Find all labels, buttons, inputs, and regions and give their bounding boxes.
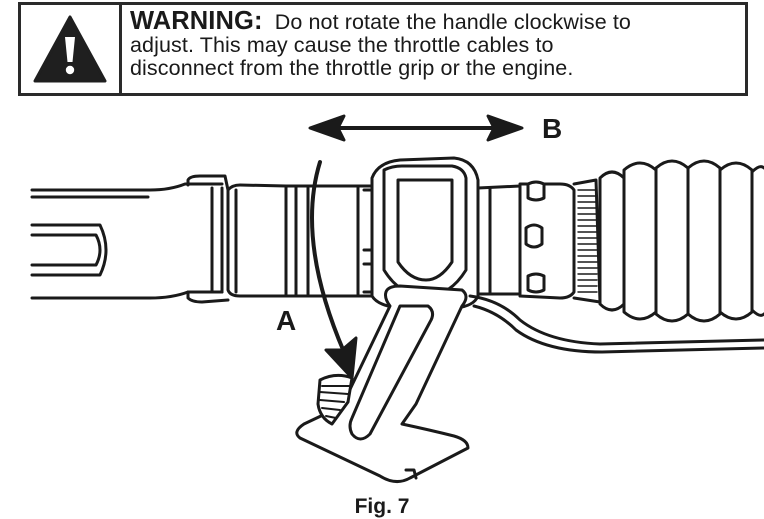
warning-icon-cell (21, 5, 122, 93)
warning-line-1: Do not rotate the handle clockwise to (274, 10, 631, 34)
throttle-cables (468, 294, 764, 354)
hose-clamp (476, 178, 602, 304)
flex-hose (598, 159, 764, 323)
arrow-b (308, 114, 524, 142)
throttle-handle-illustration: A B (30, 113, 764, 483)
tube-coupling (226, 183, 374, 298)
warning-line-2: adjust. This may cause the throttle cabl… (130, 33, 554, 57)
warning-message: WARNING: Do not rotate the handle clockw… (122, 5, 631, 93)
exclamation-triangle-icon (33, 15, 107, 83)
warning-box: WARNING: Do not rotate the handle clockw… (18, 2, 748, 96)
handle-collar (362, 156, 480, 310)
callout-label-a: A (276, 305, 296, 336)
figure-caption: Fig. 7 (354, 495, 410, 518)
warning-heading: WARNING: (130, 7, 263, 35)
blower-tube (30, 174, 230, 304)
throttle-trigger (316, 373, 354, 426)
arrow-a (310, 160, 358, 380)
callout-label-b: B (542, 113, 562, 144)
throttle-grip (295, 284, 470, 483)
warning-line-3: disconnect from the throttle grip or the… (130, 56, 574, 80)
